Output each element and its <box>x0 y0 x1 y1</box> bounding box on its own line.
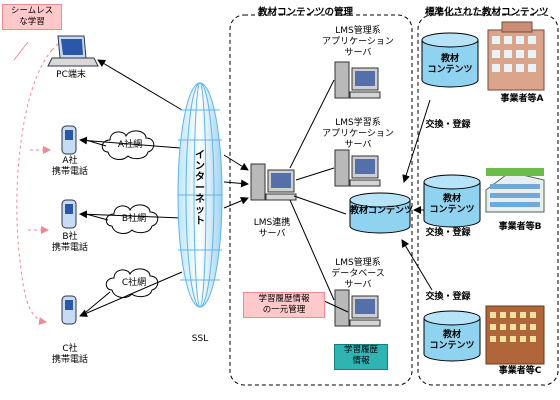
exchange-label-2: 交換・登録 <box>425 228 471 238</box>
pc-laptop-icon <box>47 35 99 67</box>
contents-c-line-2: コンテンツ <box>429 341 475 351</box>
server-learn-icon <box>334 149 381 187</box>
server-mgmt-line-1: LMS管理系 <box>335 26 381 36</box>
history-callout-line-2: の一元管理 <box>262 305 306 315</box>
server-relay-icon <box>250 163 297 201</box>
contents-b-label: 教材 コンテンツ <box>426 194 478 216</box>
server-learn-label: LMS学習系 アプリケーション サーバ <box>318 118 398 151</box>
phone-a-line-2: 携帯電話 <box>51 167 88 177</box>
phone-c-line-1: C社 <box>62 344 78 354</box>
history-box-line-2: 情報 <box>352 356 370 366</box>
server-mgmt-line-3: サーバ <box>344 48 372 58</box>
server-db-label: LMS管理系 データベース サーバ <box>318 258 398 291</box>
phone-a-label: A社 携帯電話 <box>48 156 92 178</box>
cloud-b-label: B社網 <box>121 214 147 224</box>
phone-c-label: C社 携帯電話 <box>48 344 92 366</box>
seamless-arc <box>16 49 53 326</box>
server-db-line-3: サーバ <box>344 280 372 290</box>
standard-title: 標準化された教材コンテンツ <box>425 7 549 18</box>
server-learn-line-3: サーバ <box>344 140 372 150</box>
contents-c-line-1: 教材 <box>442 330 461 340</box>
history-info-box: 学習履歴 情報 <box>334 344 388 370</box>
cloud-a <box>101 130 155 160</box>
contents-b-line-1: 教材 <box>442 194 461 204</box>
cloud-b <box>105 204 159 234</box>
server-relay-line-2: サーバ <box>258 229 286 239</box>
ssl-label: SSL <box>191 334 209 344</box>
seamless-line-2: な学習 <box>19 17 45 27</box>
contents-a-line-1: 教材 <box>440 54 459 64</box>
management-title: 教材コンテンツの管理 <box>258 7 354 18</box>
seamless-callout: シームレス な学習 <box>2 4 62 30</box>
vendor-c-label: 事業者等C <box>498 366 542 376</box>
phone-c-icon <box>61 295 77 325</box>
vendor-a-label: 事業者等A <box>500 94 544 104</box>
server-learn-line-2: アプリケーション <box>322 129 394 139</box>
server-learn-line-1: LMS学習系 <box>335 118 381 128</box>
contents-a-label: 教材 コンテンツ <box>424 54 476 76</box>
contents-b-line-2: コンテンツ <box>429 205 475 215</box>
contents-a-line-2: コンテンツ <box>427 65 473 75</box>
server-mgmt-line-2: アプリケーション <box>322 37 394 47</box>
exchange-label-1: 交換・登録 <box>425 120 471 130</box>
exchange-label-3: 交換・登録 <box>425 292 471 302</box>
server-mgmt-icon <box>334 61 381 99</box>
building-a-icon <box>487 21 545 91</box>
server-db-icon <box>334 289 381 327</box>
contents-c-label: 教材 コンテンツ <box>426 330 478 352</box>
history-callout: 学習履歴情報 の一元管理 <box>243 292 325 318</box>
internet-label: インターネット <box>195 150 205 227</box>
cloud-c-label: C社網 <box>121 278 147 288</box>
phone-b-icon <box>61 199 77 229</box>
server-relay-line-1: LMS連携 <box>253 218 291 228</box>
contents-center-label: 教材コンテンツ <box>350 206 414 216</box>
contents-cylinder-c <box>423 310 481 362</box>
phone-b-line-2: 携帯電話 <box>51 243 88 253</box>
contents-cylinder-b <box>423 174 481 228</box>
phone-b-line-1: B社 <box>62 232 78 242</box>
pc-label: PC端末 <box>56 70 86 80</box>
management-group-box <box>229 14 413 386</box>
phone-a-line-1: A社 <box>62 156 78 166</box>
history-box-line-1: 学習履歴 <box>343 345 378 355</box>
history-callout-line-1: 学習履歴情報 <box>258 294 310 304</box>
vendor-b-label: 事業者等B <box>498 222 542 232</box>
phone-b-label: B社 携帯電話 <box>48 232 92 254</box>
building-c-icon <box>485 305 545 365</box>
internet-globe-icon <box>177 82 223 308</box>
server-db-line-2: データベース <box>331 269 385 279</box>
building-b-icon <box>485 168 545 213</box>
seamless-line-1: シームレス <box>10 6 54 16</box>
contents-cylinder-a <box>421 32 479 88</box>
server-db-line-1: LMS管理系 <box>335 258 381 268</box>
server-relay-label: LMS連携 サーバ <box>244 218 300 240</box>
phone-a-icon <box>61 125 77 155</box>
standard-group-box <box>417 14 559 386</box>
server-mgmt-label: LMS管理系 アプリケーション サーバ <box>318 26 398 59</box>
phone-c-line-2: 携帯電話 <box>51 355 88 365</box>
cloud-a-label: A社網 <box>117 140 143 150</box>
contents-cylinder-center <box>349 192 411 234</box>
